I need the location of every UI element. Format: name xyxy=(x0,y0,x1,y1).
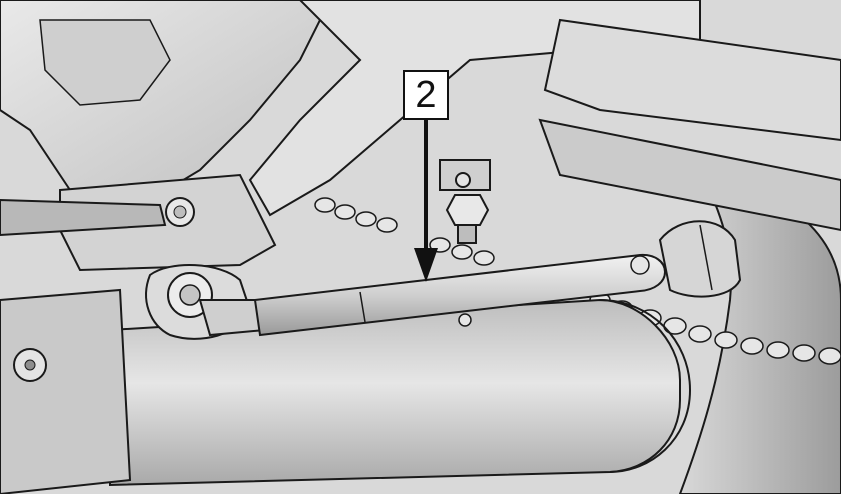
frame-strut-upper xyxy=(248,0,701,217)
frame-rail-right xyxy=(543,18,841,142)
down-arrow-icon xyxy=(414,120,438,282)
muffler-end xyxy=(599,299,692,473)
frame-rail-lower xyxy=(538,118,841,232)
callout-label: 2 xyxy=(403,70,449,120)
kickstand-rod xyxy=(253,253,667,337)
frame-cutout xyxy=(39,19,171,106)
footpeg-arm xyxy=(0,198,167,237)
muffler-heat-shield xyxy=(0,288,132,494)
callout-number: 2 xyxy=(415,74,437,116)
kickstand-foot xyxy=(658,220,742,298)
rod-pin xyxy=(630,255,650,275)
mount-bolt xyxy=(439,159,491,244)
drive-chain xyxy=(314,197,841,365)
exhaust-muffler xyxy=(109,298,681,487)
